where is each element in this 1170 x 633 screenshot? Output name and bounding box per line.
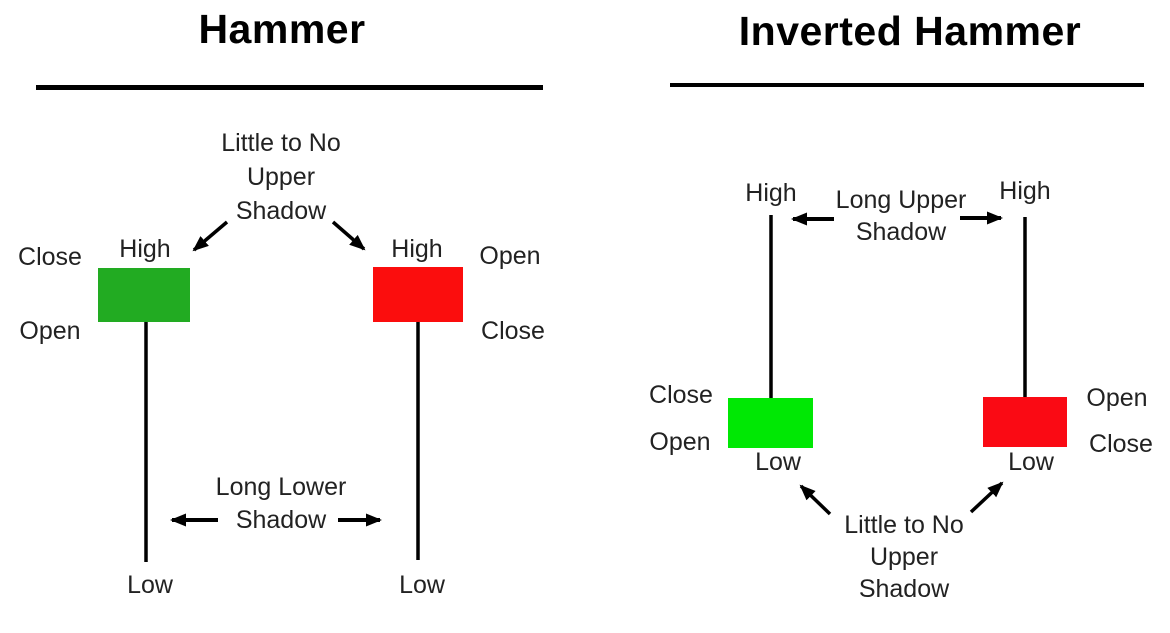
note-line: Upper	[246, 163, 316, 191]
inverted-bull-high-label: High	[745, 179, 797, 207]
inverted-hammer-title: Inverted Hammer	[738, 8, 1082, 54]
hammer-bear-low-label: Low	[399, 571, 445, 599]
arrow-to-bull-low-icon	[799, 484, 832, 516]
hammer-bear-high-label: High	[391, 235, 443, 263]
inverted-bull-candle-body	[728, 398, 813, 448]
note-line: Long Upper	[835, 186, 967, 214]
inverted-bear-high-label: High	[999, 177, 1051, 205]
inverted-bear-candle-body	[983, 397, 1067, 447]
hammer-bear-candle-body	[373, 267, 463, 322]
hammer-bull-high-label: High	[119, 235, 171, 263]
hammer-long-lower-shadow-note: Long Lower Shadow	[216, 471, 347, 537]
note-line: Long Lower	[215, 473, 347, 501]
arrow-to-bull-top-icon	[192, 220, 229, 252]
note-line: Shadow	[858, 575, 950, 603]
hammer-bull-candle-body	[98, 268, 190, 322]
hammer-bull-open-label: Open	[19, 317, 81, 345]
hammer-bull-low-label: Low	[127, 571, 173, 599]
hammer-no-upper-shadow-note: Little to No Upper Shadow	[221, 126, 341, 228]
hammer-bear-close-label: Close	[481, 317, 545, 345]
hammer-bear-open-label: Open	[479, 242, 541, 270]
inverted-bull-low-label: Low	[755, 448, 801, 476]
inverted-bull-open-label: Open	[649, 428, 711, 456]
inverted-bear-low-label: Low	[1008, 448, 1054, 476]
note-line: Little to No	[844, 511, 964, 539]
hammer-bull-close-label: Close	[18, 243, 82, 271]
inverted-hammer-title-underline	[670, 83, 1144, 87]
inverted-bear-open-label: Open	[1086, 384, 1148, 412]
inverted-no-lower-shadow-note: Little to No Upper Shadow	[844, 509, 964, 605]
inverted-long-upper-shadow-note: Long Upper Shadow	[836, 184, 967, 248]
note-line: Little to No	[221, 129, 341, 157]
inverted-bear-close-label: Close	[1089, 430, 1153, 458]
note-line: Upper	[869, 543, 939, 571]
note-line: Shadow	[235, 197, 327, 225]
note-line: Shadow	[235, 506, 327, 534]
hammer-title-underline	[36, 85, 543, 90]
hammer-title: Hammer	[198, 6, 366, 52]
inverted-bull-close-label: Close	[649, 381, 713, 409]
arrow-to-bear-top-icon	[331, 220, 366, 251]
note-line: Shadow	[855, 218, 947, 246]
arrow-to-bear-low-icon	[969, 481, 1004, 514]
